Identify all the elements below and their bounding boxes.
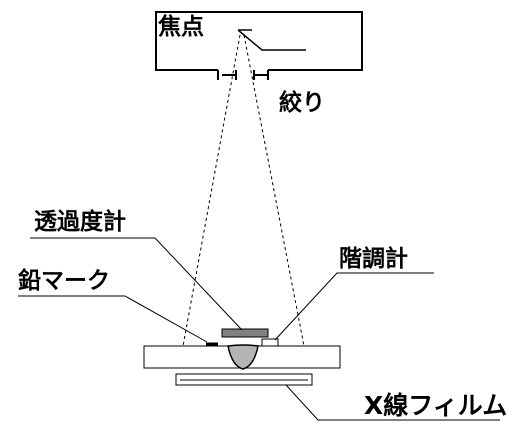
label-lead-mark: 鉛マーク	[18, 267, 110, 294]
xray-film-outer	[175, 373, 313, 386]
leader-penetrameter	[30, 237, 243, 331]
weld-bead	[227, 344, 259, 370]
label-aperture: 絞り	[279, 89, 325, 116]
aperture-flange-right	[253, 70, 269, 80]
leader-xray-film	[285, 384, 500, 421]
label-xray-film: X線フィルム	[364, 391, 507, 420]
label-focus: 焦点	[158, 13, 204, 40]
beam-edge-left	[182, 34, 241, 347]
step-wedge	[261, 338, 279, 347]
aperture-flange-left	[217, 70, 237, 80]
beam-edge-right	[243, 34, 305, 347]
focal-spot-anode	[237, 29, 306, 51]
label-step-wedge: 階調計	[339, 245, 408, 272]
label-penetrameter: 透過度計	[34, 208, 126, 235]
tube-housing	[155, 11, 363, 71]
leader-lead-mark	[18, 295, 208, 343]
penetrameter	[221, 328, 269, 338]
leader-step-wedge	[274, 272, 434, 341]
